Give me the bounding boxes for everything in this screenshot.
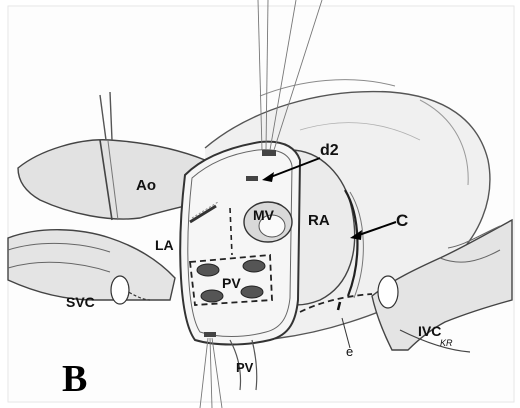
- label-pv-inner: PV: [222, 275, 241, 291]
- label-e: e: [346, 344, 353, 359]
- label-mv: MV: [253, 207, 275, 223]
- pulmonary-vein-ostium: [243, 260, 265, 272]
- label-c: C: [396, 211, 408, 230]
- label-svc: SVC: [66, 294, 95, 310]
- artist-initials: KR: [440, 338, 453, 348]
- pulmonary-vein-ostium: [197, 264, 219, 276]
- panel-label: B: [62, 360, 87, 398]
- label-ao: Ao: [136, 177, 156, 194]
- label-ra: RA: [308, 212, 330, 229]
- pulmonary-vein-ostium: [201, 290, 223, 302]
- label-d2: d2: [320, 142, 339, 159]
- label-pv-lower: PV: [236, 360, 254, 375]
- label-ivc: IVC: [418, 323, 441, 339]
- pulmonary-vein-ostium: [241, 286, 263, 298]
- label-la: LA: [155, 237, 174, 253]
